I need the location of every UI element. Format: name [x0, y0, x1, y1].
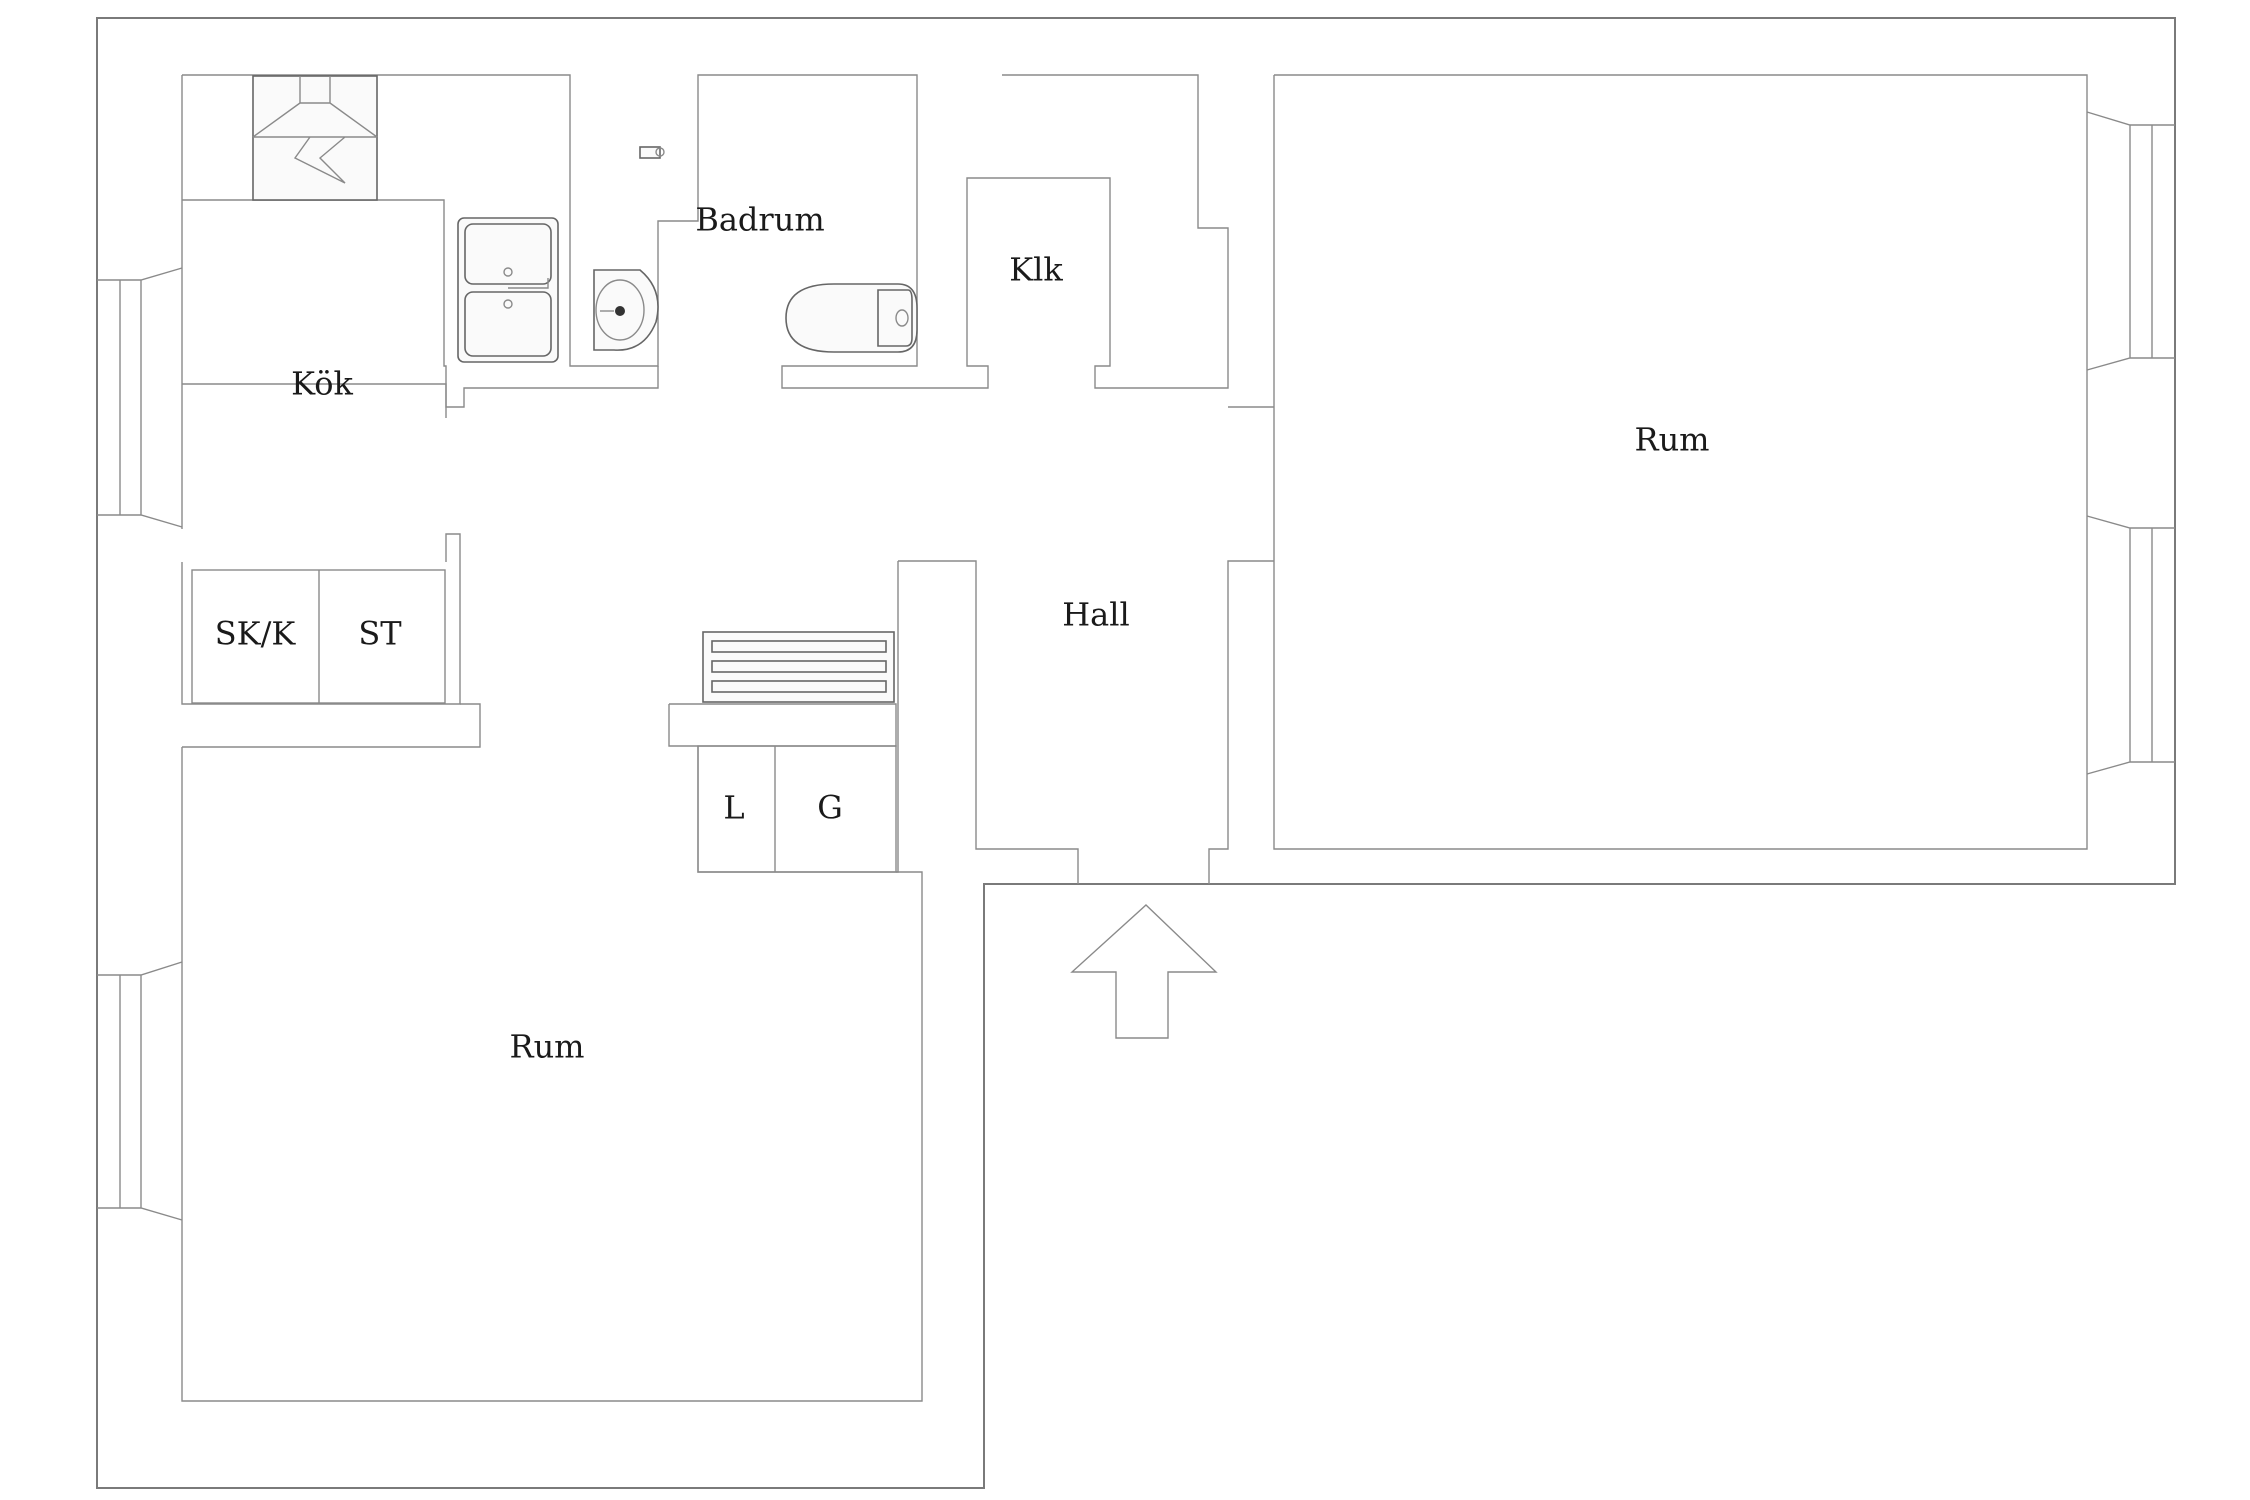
room-label-bathroom: Badrum [695, 201, 824, 239]
kitchen-walls [181, 74, 1229, 705]
window-right-top [2086, 111, 2175, 371]
closet-walls [1002, 74, 2088, 850]
entrance-arrow-icon [1070, 904, 1218, 1039]
bedroom-walls [181, 703, 923, 1402]
room-label-wardrobe-l: L [723, 789, 744, 827]
room-label-storage-skk: SK/K [215, 615, 297, 653]
shower-icon [639, 146, 665, 159]
room-label-living-room: Rum [1634, 421, 1709, 459]
room-label-storage-st: ST [358, 615, 402, 653]
room-label-hall: Hall [1062, 596, 1129, 634]
double-sink-icon [457, 217, 559, 363]
stove-hood-icon [252, 75, 378, 201]
window-left-bottom [97, 961, 183, 1221]
room-label-bedroom: Rum [509, 1028, 584, 1066]
room-label-wardrobe-g: G [817, 789, 843, 827]
room-label-closet: Klk [1009, 251, 1063, 289]
room-label-kitchen: Kök [291, 365, 353, 403]
outer-wall [96, 17, 2176, 1489]
shoe-rack-icon [702, 631, 895, 703]
kitchen-counter [182, 199, 659, 408]
window-left-top [97, 267, 183, 528]
toilet-icon [785, 283, 918, 353]
washbasin-icon [593, 269, 659, 351]
window-right-bottom [2086, 515, 2175, 775]
hall-walls [668, 560, 1274, 884]
wardrobe-unit [697, 745, 897, 873]
